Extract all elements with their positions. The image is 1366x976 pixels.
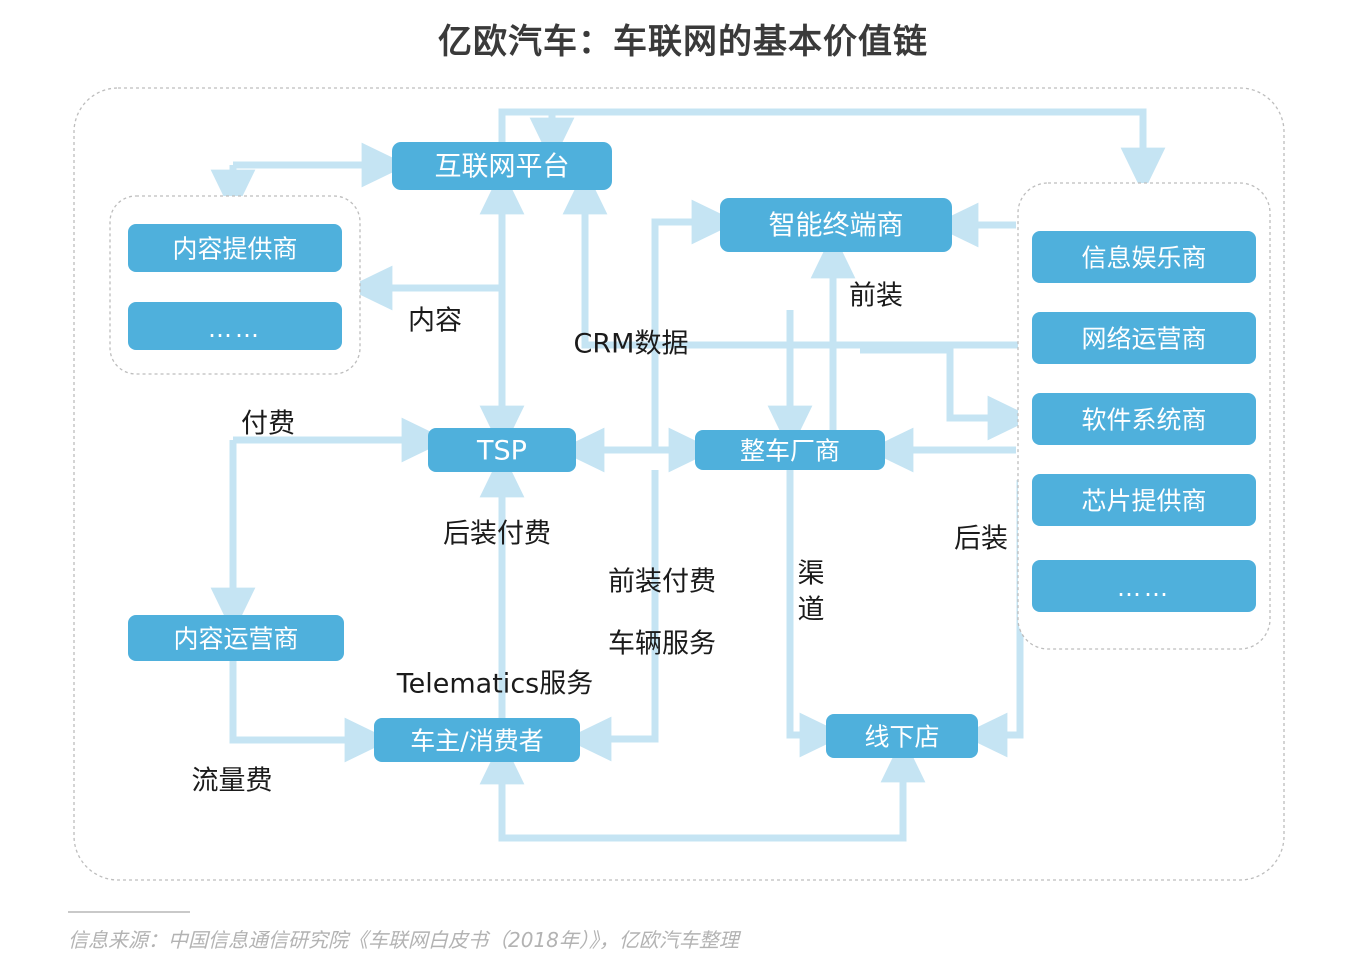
edge-supplier-to-store: [961, 480, 1024, 758]
edge-branch-to-terminal: [651, 199, 738, 450]
tsp-box[interactable]: [428, 428, 576, 472]
smart-terminal-box[interactable]: [720, 198, 952, 252]
content-etc-box[interactable]: [128, 302, 342, 350]
node-offline-store[interactable]: 线下店: [826, 714, 978, 758]
outer-frame: [73, 87, 1285, 881]
node-smart-terminal[interactable]: 智能终端商: [720, 198, 952, 252]
oem-label: 整车厂商: [740, 437, 840, 466]
infotainment-box[interactable]: [1032, 231, 1256, 283]
content-provider-box[interactable]: [128, 224, 342, 272]
software-system-label: 软件系统商: [1081, 406, 1206, 435]
node-tsp[interactable]: TSP: [428, 428, 576, 472]
edge-store-to-owner: [479, 738, 907, 842]
internet-platform-label: 互联网平台: [435, 152, 570, 183]
edge-label-post-install: 后装: [954, 524, 1008, 555]
edge-operator-to-owner: [229, 660, 391, 763]
node-car-owner[interactable]: 车主/消费者: [374, 718, 580, 762]
node-chip-provider[interactable]: 芯片提供商: [1032, 474, 1256, 526]
page-title: 亿欧汽车：车联网的基本价值链: [438, 22, 928, 62]
group-suppliers: 信息娱乐商 网络运营商 软件系统商 芯片提供商 ……: [1017, 182, 1271, 650]
edge-label-channel-2: 道: [798, 595, 825, 626]
edge-label-pre-install: 前装: [849, 281, 903, 312]
node-supplier-etc[interactable]: ……: [1032, 560, 1256, 612]
source-note: 信息来源：中国信息通信研究院《车联网白皮书（2018年）》，亿欧汽车整理: [68, 928, 739, 952]
node-internet-platform[interactable]: 互联网平台: [392, 142, 612, 190]
node-content-operator[interactable]: 内容运营商: [128, 615, 344, 661]
group-content-providers: 内容提供商 ……: [109, 195, 361, 375]
content-provider-label: 内容提供商: [172, 235, 297, 264]
edge-label-layer: 内容 CRM数据 前装 付费 后装付费 前装付费 车辆服务 Telematics…: [192, 281, 1009, 797]
edge-label-channel-1: 渠: [798, 559, 825, 590]
edge-label-data-fee: 流量费: [192, 766, 273, 797]
edge-label-pay: 付费: [241, 409, 295, 440]
network-operator-box[interactable]: [1032, 312, 1256, 364]
content-etc-label: ……: [208, 315, 262, 343]
edge-crm-to-platform: [562, 168, 1018, 349]
edge-label-pre-pay: 前装付费: [608, 567, 716, 598]
edge-label-telematics: Telematics服务: [396, 669, 593, 700]
node-infotainment[interactable]: 信息娱乐商: [1032, 231, 1256, 283]
edge-label-crm-data: CRM数据: [574, 329, 689, 360]
content-operator-box[interactable]: [128, 615, 344, 661]
offline-store-box[interactable]: [826, 714, 978, 758]
node-content-provider[interactable]: 内容提供商: [128, 224, 342, 272]
edge-oem-to-owner: [565, 470, 659, 762]
edge-oem-to-supplier: [860, 346, 1034, 441]
software-system-box[interactable]: [1032, 393, 1256, 445]
internet-platform-box[interactable]: [392, 142, 612, 190]
connector-layer: [210, 108, 1166, 842]
node-content-etc[interactable]: ……: [128, 302, 342, 350]
smart-terminal-label: 智能终端商: [769, 211, 904, 242]
supplier-etc-label: ……: [1117, 574, 1171, 602]
supplier-etc-box[interactable]: [1032, 560, 1256, 612]
infotainment-label: 信息娱乐商: [1081, 244, 1206, 273]
car-owner-label: 车主/消费者: [410, 727, 543, 756]
edge-platform-to-supplier: [498, 108, 1166, 194]
offline-store-label: 线下店: [864, 723, 939, 752]
content-operator-label: 内容运营商: [173, 625, 298, 654]
node-network-operator[interactable]: 网络运营商: [1032, 312, 1256, 364]
edge-label-content: 内容: [408, 306, 462, 337]
car-owner-box[interactable]: [374, 718, 580, 762]
chip-provider-box[interactable]: [1032, 474, 1256, 526]
footer-divider: [68, 911, 190, 913]
chip-provider-label: 芯片提供商: [1081, 487, 1206, 516]
node-software-system[interactable]: 软件系统商: [1032, 393, 1256, 445]
node-oem[interactable]: 整车厂商: [695, 430, 885, 470]
tsp-label: TSP: [476, 436, 527, 467]
network-operator-label: 网络运营商: [1081, 325, 1206, 354]
edge-oem-to-store: [786, 470, 846, 758]
edge-label-vehicle-service: 车辆服务: [608, 629, 716, 660]
oem-box[interactable]: [695, 430, 885, 470]
edge-label-post-pay: 后装付费: [443, 519, 551, 550]
